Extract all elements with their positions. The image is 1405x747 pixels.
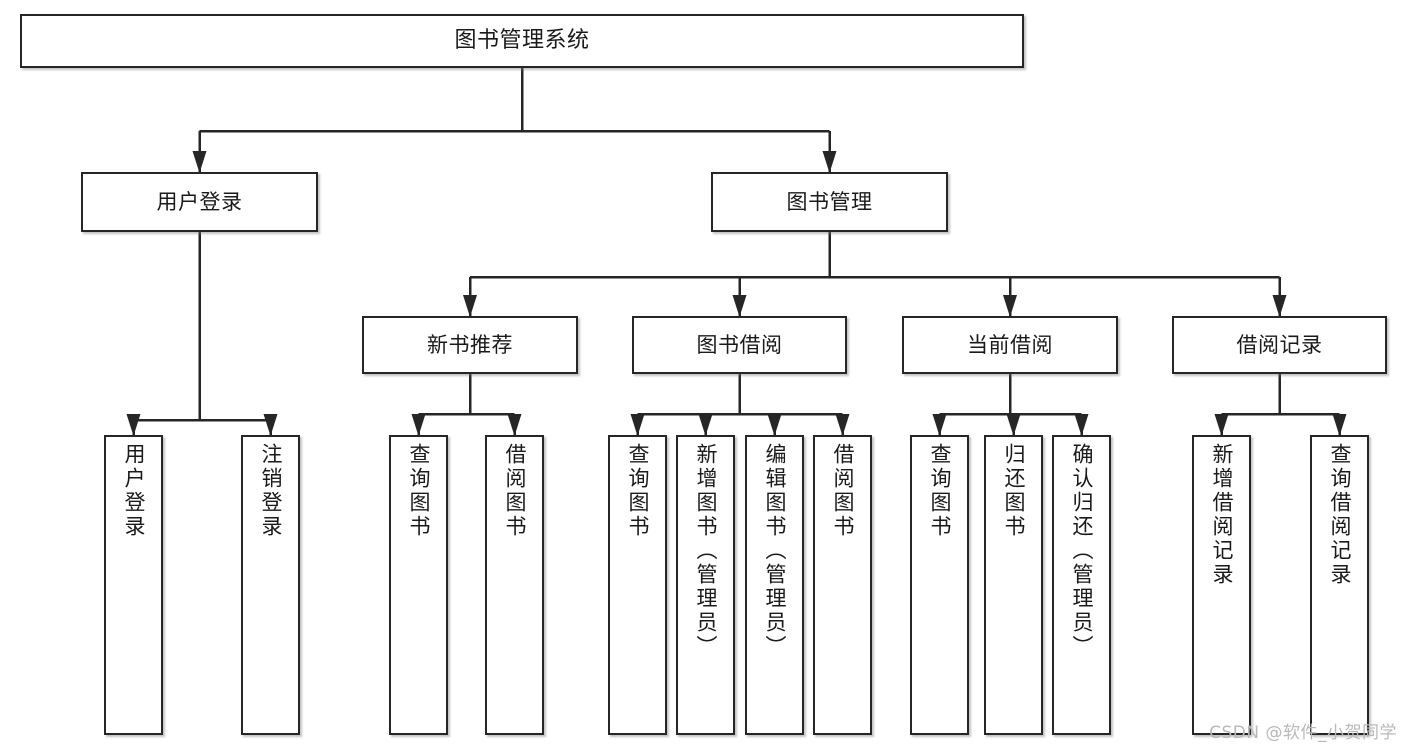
node-label: 用户登录 bbox=[122, 443, 146, 539]
leaf-borrow-book-borrowing[interactable]: 借阅图书 bbox=[813, 435, 872, 735]
leaf-edit-book-admin[interactable]: 编辑图书（管理员） bbox=[745, 435, 804, 735]
watermark-credit: CSDN @软件_小贺同学 bbox=[1209, 723, 1397, 743]
node-book-borrowing[interactable]: 图书借阅 bbox=[632, 316, 847, 374]
node-current-borrowing[interactable]: 当前借阅 bbox=[902, 316, 1118, 374]
node-label: 图书借阅 bbox=[696, 332, 783, 357]
node-book-management-system[interactable]: 图书管理系统 bbox=[20, 14, 1024, 68]
node-label: 新书推荐 bbox=[427, 332, 513, 357]
node-label: 查询图书 bbox=[407, 443, 431, 539]
node-label: 归还图书 bbox=[1002, 443, 1026, 539]
node-user-login[interactable]: 用户登录 bbox=[81, 172, 318, 232]
leaf-query-borrowing-record[interactable]: 查询借阅记录 bbox=[1310, 435, 1369, 735]
leaf-add-book-admin[interactable]: 新增图书（管理员） bbox=[676, 435, 735, 735]
leaf-query-book-borrowing[interactable]: 查询图书 bbox=[608, 435, 667, 735]
node-label: 当前借阅 bbox=[967, 332, 1053, 357]
node-label: 新增图书（管理员） bbox=[694, 443, 718, 659]
node-label: 图书管理系统 bbox=[454, 27, 590, 53]
node-label: 编辑图书（管理员） bbox=[763, 443, 787, 659]
leaf-user-login[interactable]: 用户登录 bbox=[104, 435, 163, 735]
node-label: 确认归还（管理员） bbox=[1070, 443, 1094, 659]
leaf-add-borrowing-record[interactable]: 新增借阅记录 bbox=[1192, 435, 1251, 735]
node-label: 注销登录 bbox=[259, 443, 283, 539]
leaf-borrow-book-recommendation[interactable]: 借阅图书 bbox=[485, 435, 544, 735]
node-label: 用户登录 bbox=[156, 189, 243, 214]
node-label: 查询图书 bbox=[928, 443, 952, 539]
leaf-return-book[interactable]: 归还图书 bbox=[984, 435, 1043, 735]
node-label: 借阅图书 bbox=[503, 443, 527, 539]
node-borrowing-records[interactable]: 借阅记录 bbox=[1172, 316, 1387, 374]
node-label: 借阅图书 bbox=[831, 443, 855, 539]
node-label: 查询借阅记录 bbox=[1328, 443, 1352, 587]
node-label: 图书管理 bbox=[786, 189, 873, 214]
node-book-management[interactable]: 图书管理 bbox=[711, 172, 948, 232]
node-new-book-recommendation[interactable]: 新书推荐 bbox=[362, 316, 578, 374]
node-label: 查询图书 bbox=[626, 443, 650, 539]
node-label: 借阅记录 bbox=[1236, 332, 1323, 357]
leaf-query-book-current[interactable]: 查询图书 bbox=[910, 435, 969, 735]
leaf-query-book-recommendation[interactable]: 查询图书 bbox=[389, 435, 448, 735]
node-label: 新增借阅记录 bbox=[1210, 443, 1234, 587]
leaf-confirm-return-admin[interactable]: 确认归还（管理员） bbox=[1052, 435, 1111, 735]
leaf-user-logout[interactable]: 注销登录 bbox=[241, 435, 300, 735]
